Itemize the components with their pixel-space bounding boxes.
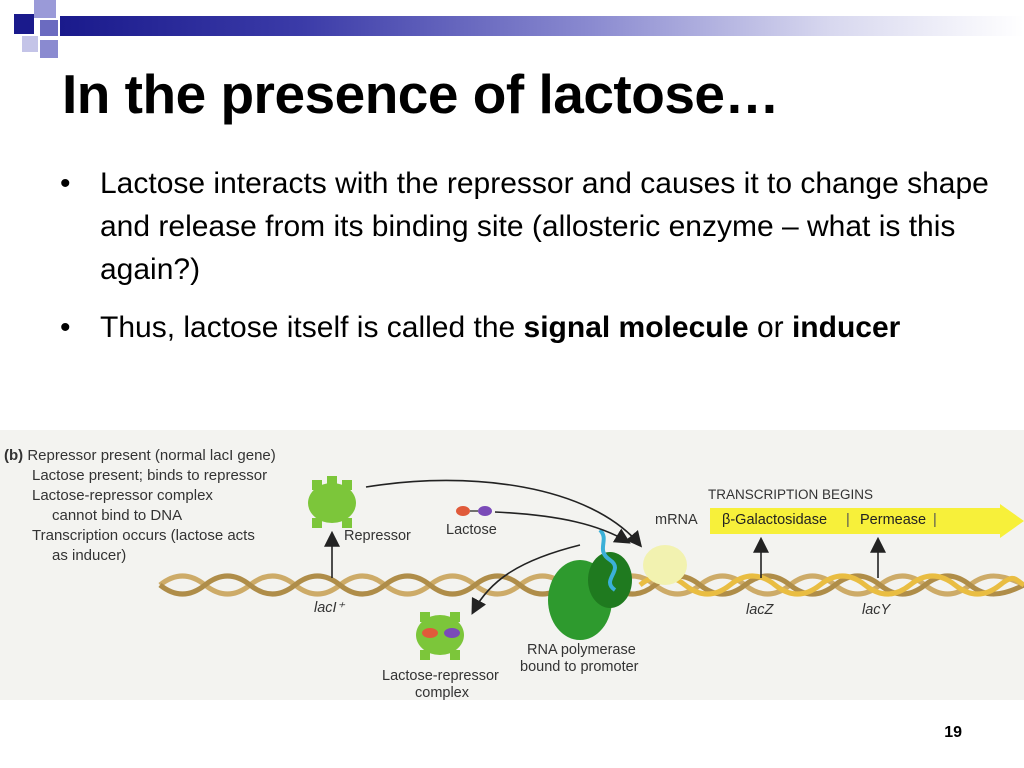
legend-line: cannot bind to DNA — [52, 507, 183, 524]
laci-label: lacI⁺ — [314, 600, 345, 616]
transcription-begins-label: TRANSCRIPTION BEGINS — [708, 487, 874, 502]
lac-operon-figure: (b) Repressor present (normal lacI gene)… — [0, 430, 1024, 700]
complex-label-line1: Lactose-repressor — [382, 668, 499, 684]
bullet-dot: • — [60, 167, 71, 200]
bullet-dot: • — [60, 311, 71, 344]
transcription-arrow-head — [1000, 504, 1024, 538]
legend-line: Lactose present; binds to repressor — [32, 467, 268, 484]
complex-formation-arrow — [471, 544, 581, 615]
transcription-banner — [710, 508, 1000, 534]
legend-line: Repressor present (normal lacI gene) — [27, 447, 276, 464]
figure-drawing — [158, 476, 1024, 660]
mrna-label: mRNA — [655, 512, 698, 528]
bold-term-signal-molecule: signal molecule — [523, 311, 749, 344]
banner-divider: | — [846, 512, 850, 528]
mrna-blob — [643, 545, 687, 585]
bullet-item: • Lactose interacts with the repressor a… — [60, 162, 990, 291]
header-bar — [60, 16, 1024, 36]
bullet-text: Lactose interacts with the repressor and… — [100, 167, 989, 286]
repressor-label: Repressor — [344, 528, 411, 544]
legend-line: as inducer) — [52, 547, 127, 564]
complex-label-line2: complex — [415, 685, 469, 700]
legend-line: Transcription occurs (lactose acts — [32, 527, 255, 544]
banner-divider: | — [933, 512, 937, 528]
figure-legend: (b) Repressor present (normal lacI gene)… — [4, 446, 276, 566]
galactosidase-label: β-Galactosidase — [722, 512, 828, 528]
page-number: 19 — [944, 724, 962, 741]
lacz-label: lacZ — [746, 602, 774, 618]
bullet-list: • Lactose interacts with the repressor a… — [60, 162, 990, 364]
repressor-protein — [308, 476, 356, 528]
bold-term-inducer: inducer — [791, 311, 901, 344]
rna-polymerase-label-line1: RNA polymerase — [527, 642, 636, 658]
permease-label: Permease — [860, 512, 927, 528]
legend-line: Lactose-repressor complex — [32, 487, 213, 504]
rna-polymerase-label-line2: bound to promoter — [520, 659, 639, 675]
lactose-binding-arrow — [494, 511, 631, 544]
slide-title: In the presence of lactose… — [62, 63, 780, 125]
panel-label: (b) — [4, 447, 24, 464]
lactose-label: Lactose — [446, 522, 497, 538]
bullet-text: Thus, lactose itself is called the — [100, 311, 524, 344]
lactose-molecule — [456, 506, 492, 516]
lacy-label: lacY — [862, 602, 891, 618]
repressor-release-arrow — [365, 479, 643, 548]
rna-polymerase — [548, 528, 632, 640]
bullet-text: or — [748, 311, 792, 344]
lactose-repressor-complex — [416, 612, 464, 660]
bullet-item: • Thus, lactose itself is called the sig… — [60, 306, 990, 349]
